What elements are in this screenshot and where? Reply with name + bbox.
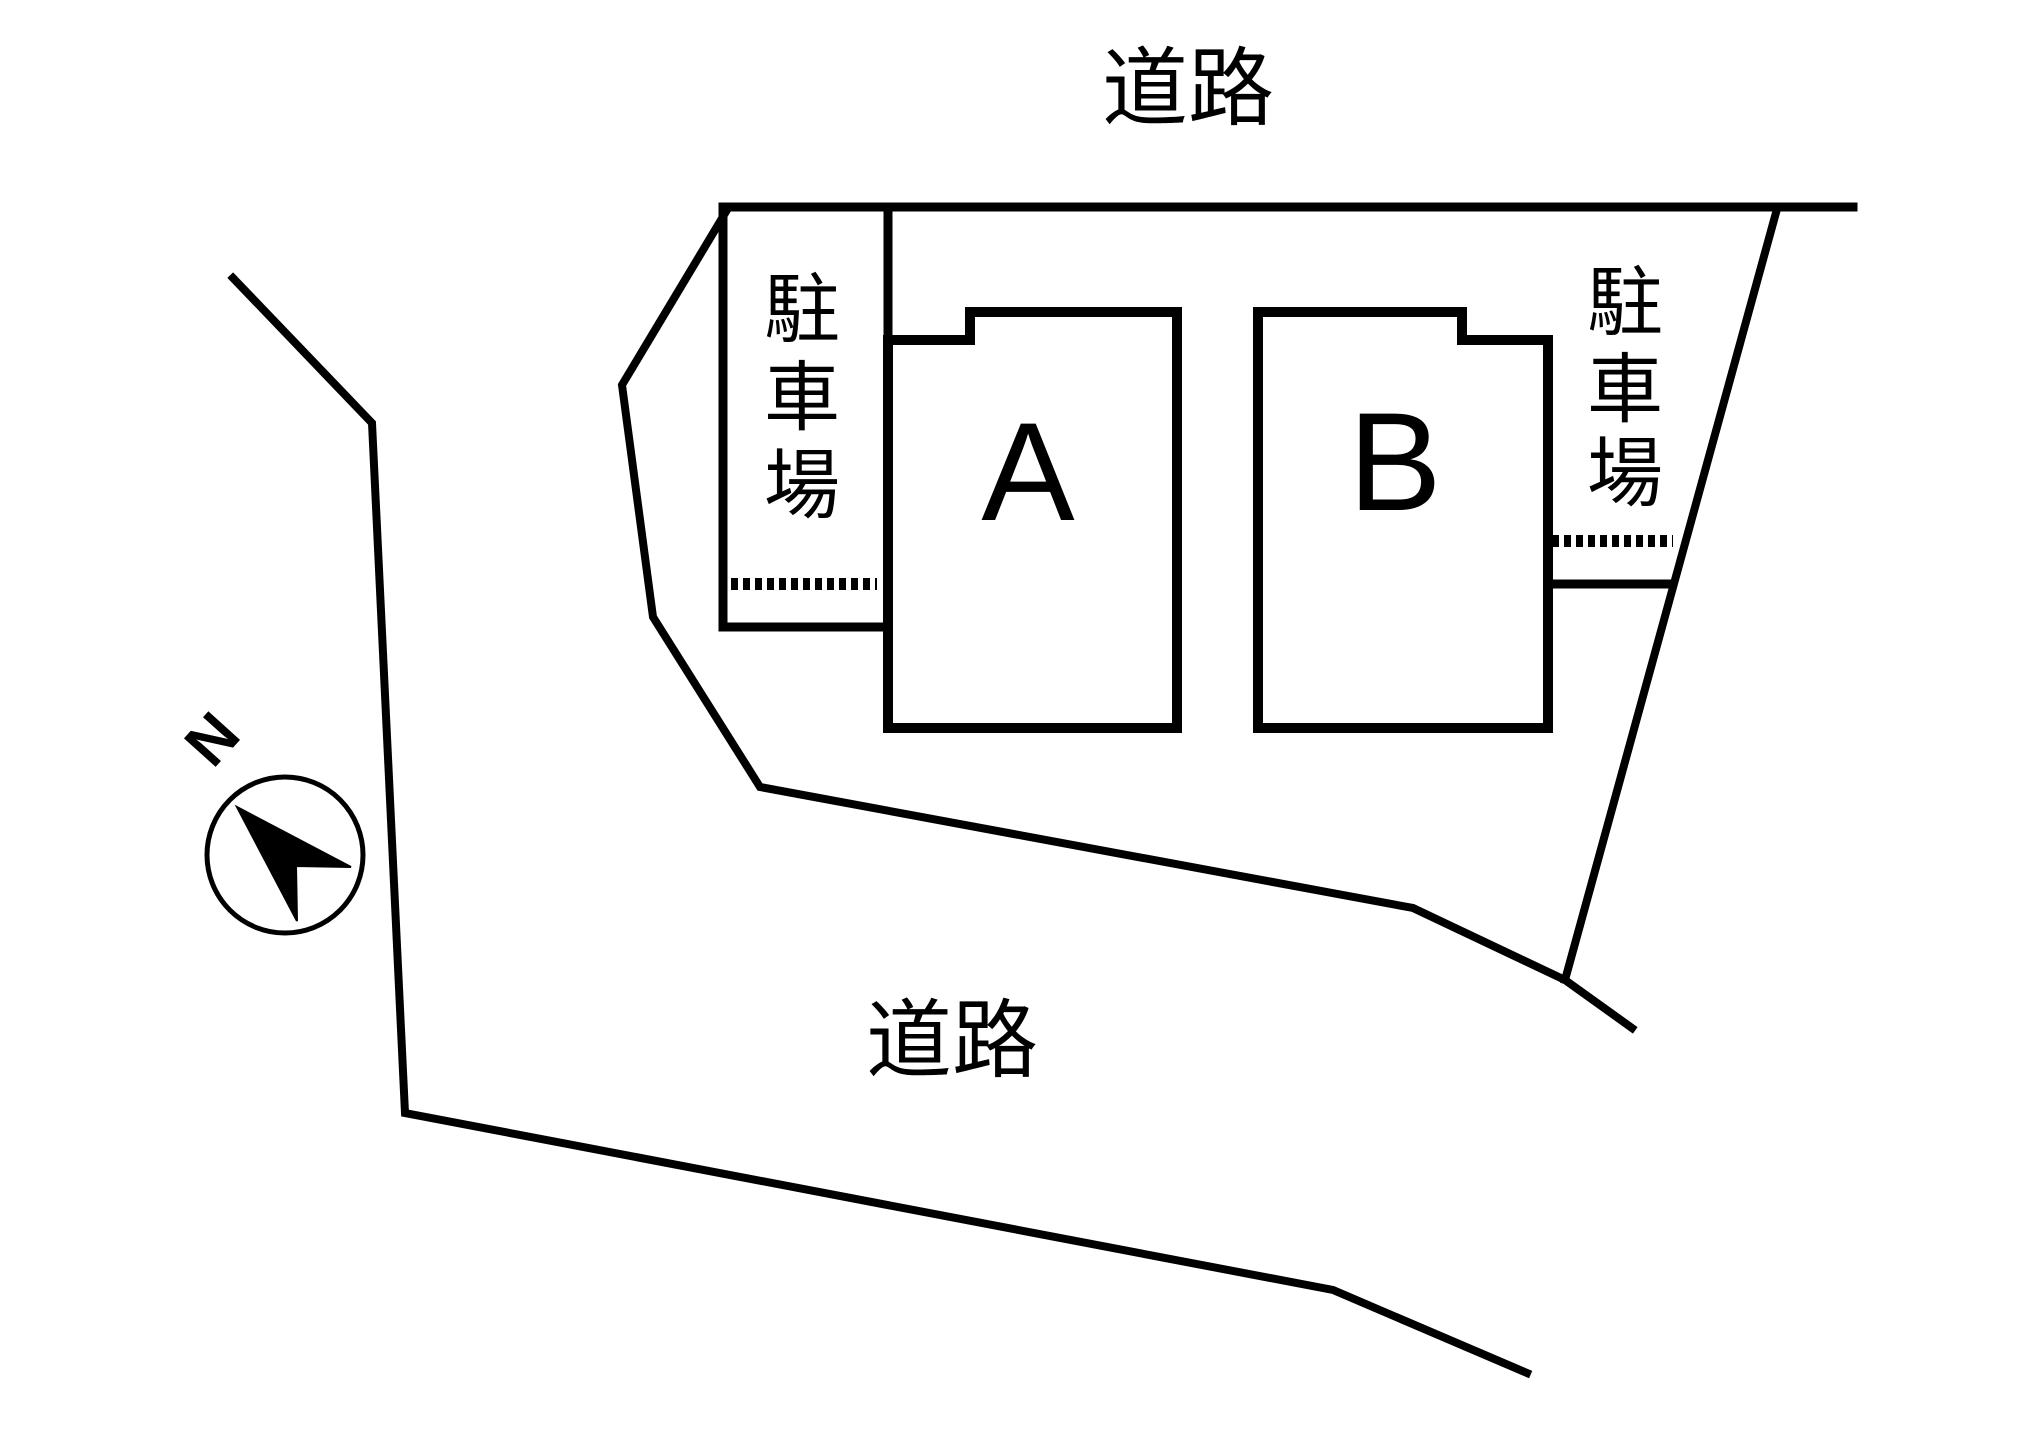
parking-label-right-char-1: 駐	[1587, 261, 1663, 346]
building-a-outline	[883, 307, 1182, 733]
building-a-label: A	[981, 393, 1075, 550]
parking-label-left-char-1: 駐	[764, 268, 840, 353]
road-label-top: 道路	[1102, 41, 1274, 137]
parking-label-left-char-3: 場	[764, 444, 840, 529]
building-b-label: B	[1348, 383, 1441, 540]
building-b-outline	[1253, 307, 1553, 733]
parking-label-right-char-2: 車	[1587, 348, 1663, 433]
parking-label-left: 駐 車 場	[764, 268, 840, 529]
road-label-middle: 道路	[866, 993, 1038, 1089]
parking-label-right-char-3: 場	[1587, 432, 1663, 517]
parking-label-right: 駐 車 場	[1587, 261, 1663, 517]
north-arrow-icon	[234, 804, 352, 922]
north-label: N	[172, 700, 253, 779]
lower-road-boundary-line	[227, 272, 1533, 1379]
right-site-boundary-line	[1560, 204, 1782, 985]
parking-label-left-char-2: 車	[764, 356, 840, 441]
